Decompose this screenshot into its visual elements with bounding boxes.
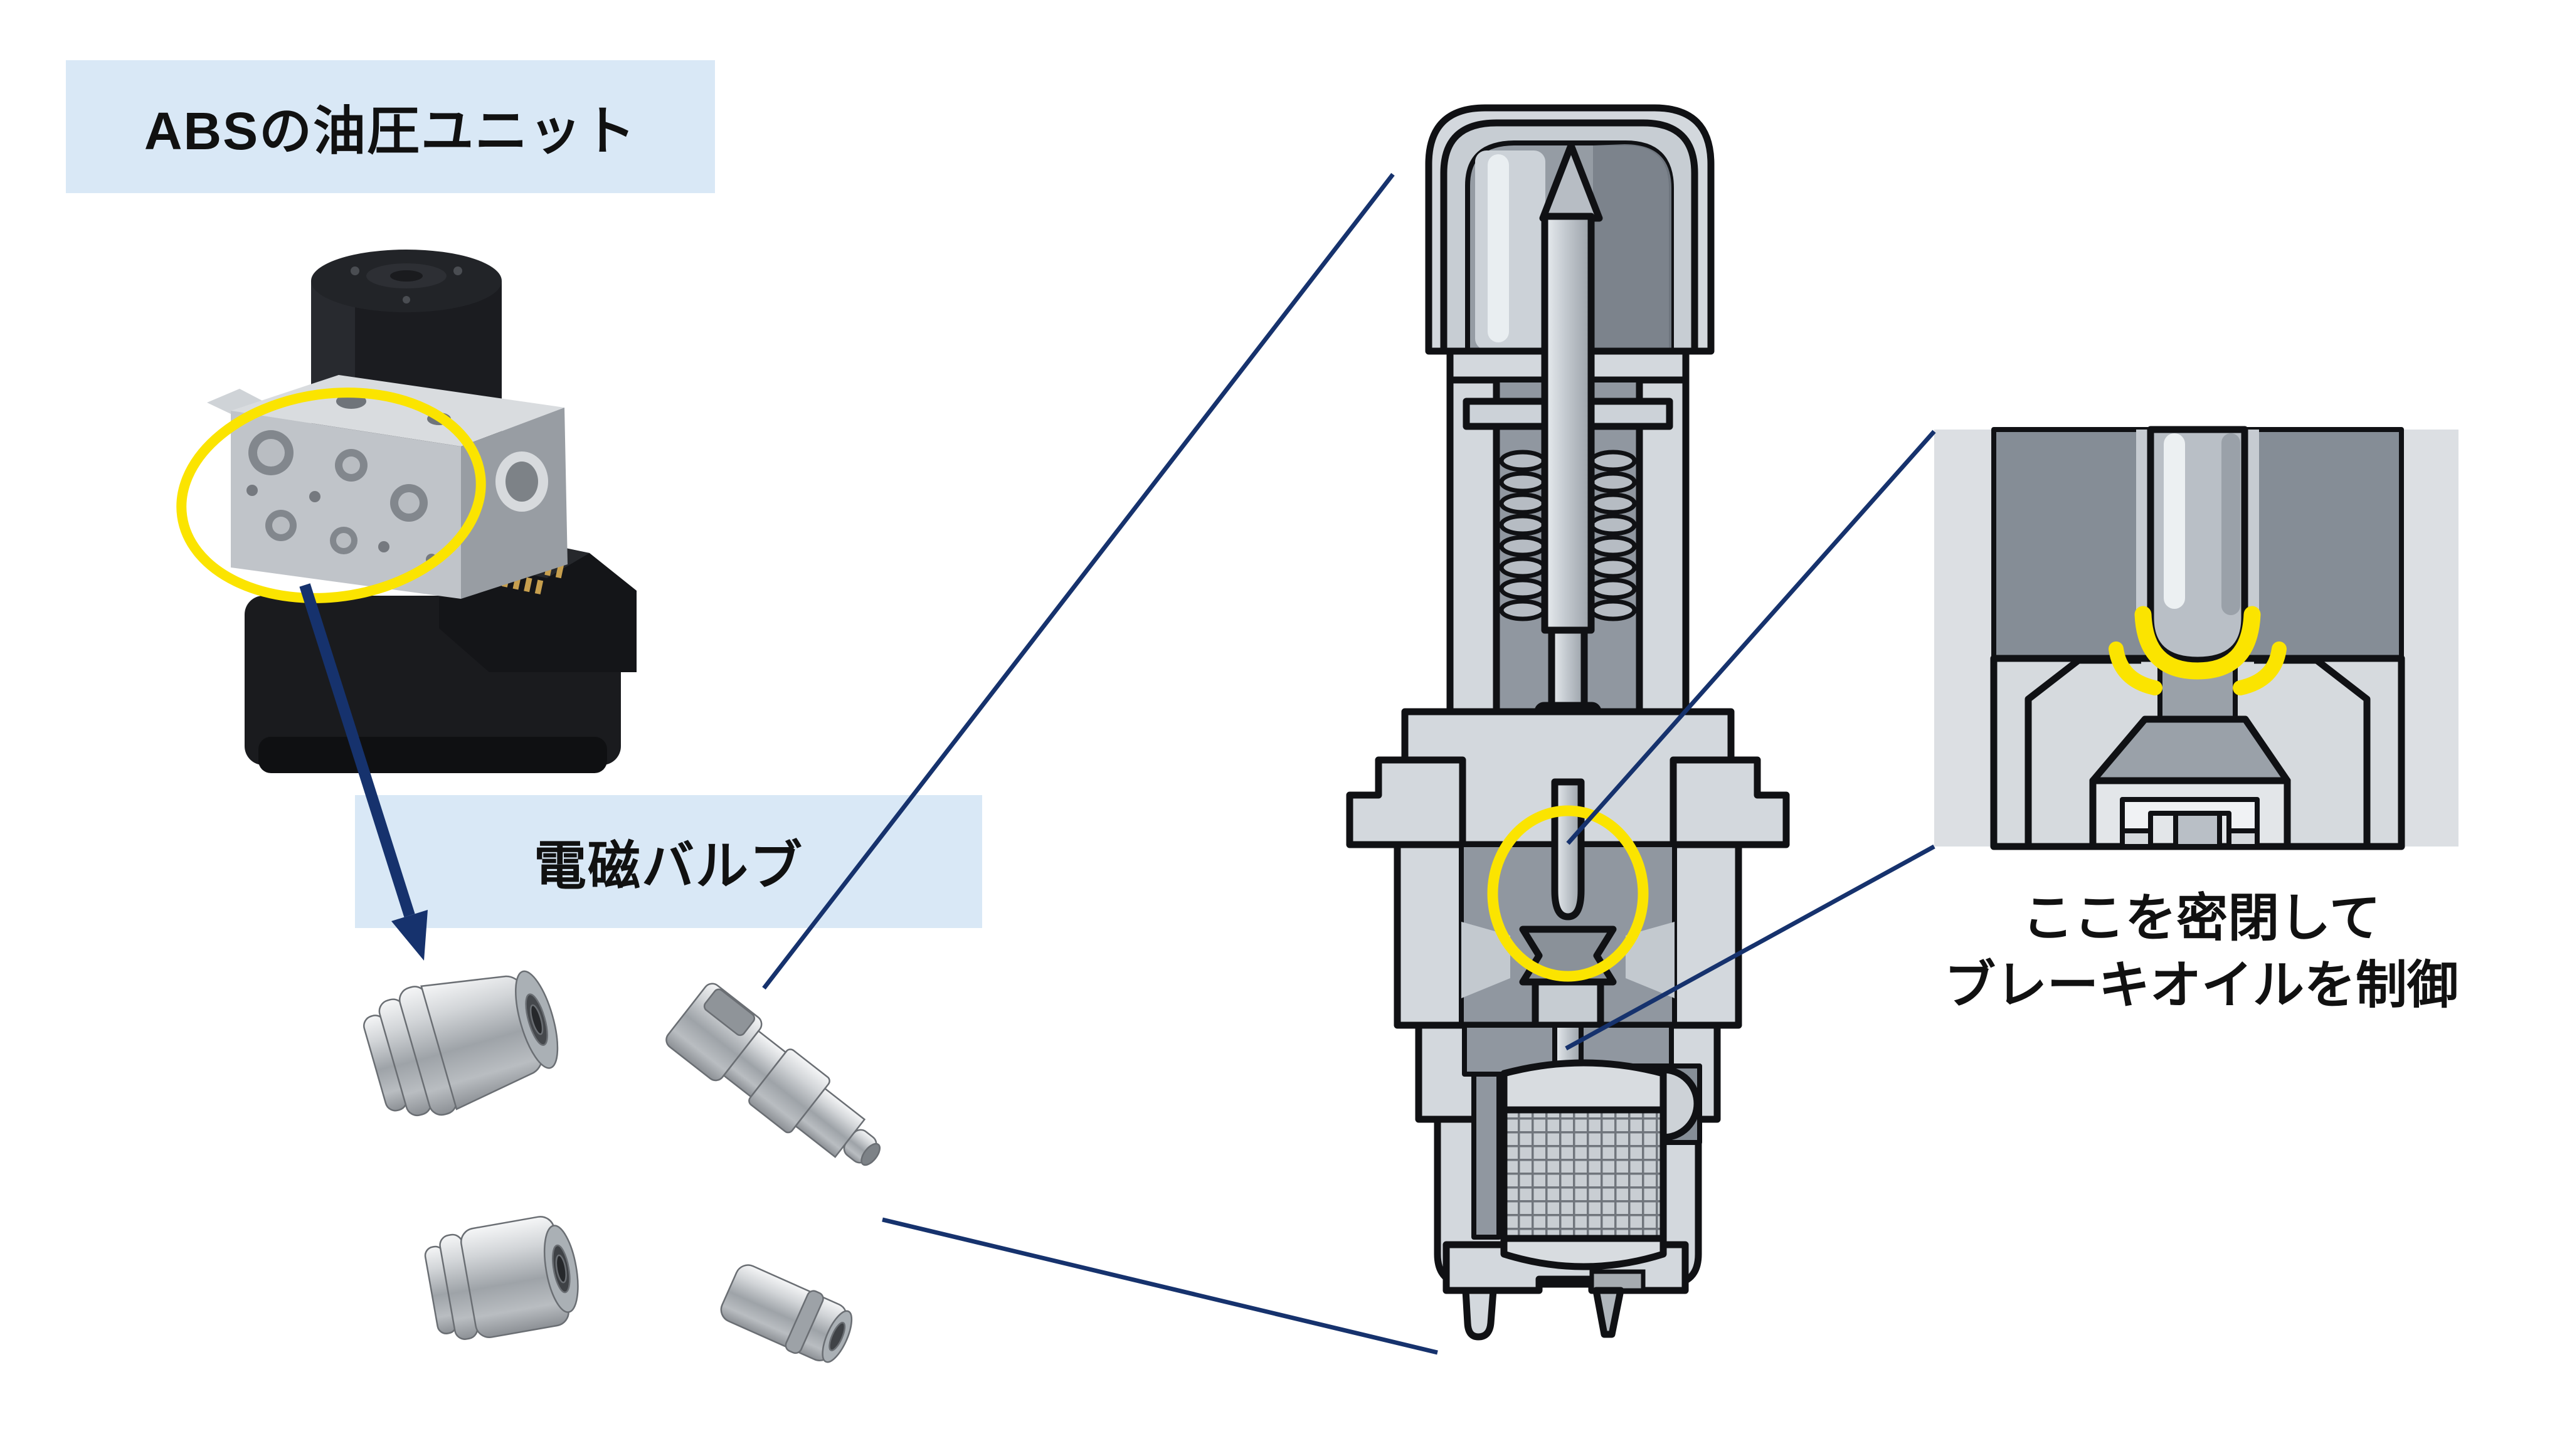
abs-ecu-base (245, 596, 621, 765)
inset-caption-line2: ブレーキオイルを制御 (1944, 956, 2458, 1014)
valve-part-armature (665, 983, 881, 1166)
cross-section-cap (1425, 104, 1715, 355)
valve-seat-highlight-circle (1487, 805, 1649, 982)
inset-plunger-rod (2147, 426, 2248, 664)
label-solenoid-valve-text: 電磁バルブ (533, 836, 803, 895)
abs-connector-pins (434, 537, 564, 594)
label-abs-unit-text: ABSの油圧ユニット (144, 101, 637, 161)
abs-motor (311, 250, 502, 460)
valve-part-cylinder-small (720, 1264, 853, 1363)
valve-part-sleeve-large (363, 970, 559, 1117)
line-parts-to-crosssection-bottom (882, 1217, 1438, 1355)
valve-seat-magnified-inset (1934, 426, 2458, 850)
abs-block-highlight-ellipse (176, 388, 486, 603)
cross-section-side-port (1626, 1066, 1701, 1141)
cross-section-armature (1539, 142, 1603, 222)
connector-lines (299, 172, 1936, 1355)
abs-unit-photo (176, 250, 637, 773)
cross-section-spring (1499, 450, 1637, 621)
cross-section-plunger-rod (1534, 213, 1602, 786)
solenoid-valve-parts-photo (363, 970, 881, 1363)
label-abs-unit: ABSの油圧ユニット (66, 60, 715, 193)
line-circle-to-inset-bottom (1565, 844, 1935, 1051)
valve-cross-section-diagram (1346, 104, 1790, 1341)
inset-caption-line1: ここを密閉して (2022, 890, 2381, 947)
label-solenoid-valve: 電磁バルブ (355, 795, 982, 928)
abs-connector (403, 522, 637, 672)
cross-section-filter (1500, 1059, 1667, 1270)
abs-valve-block (207, 375, 568, 599)
inset-seal-highlight-arcs (2109, 606, 2287, 695)
abs-block-ports (246, 430, 548, 565)
line-circle-to-inset-top (1566, 430, 1936, 845)
inset-caption: ここを密閉して ブレーキオイルを制御 (1907, 885, 2496, 1019)
valve-part-sleeve-small (424, 1216, 579, 1340)
cross-section-valve-seat (1519, 926, 1617, 986)
